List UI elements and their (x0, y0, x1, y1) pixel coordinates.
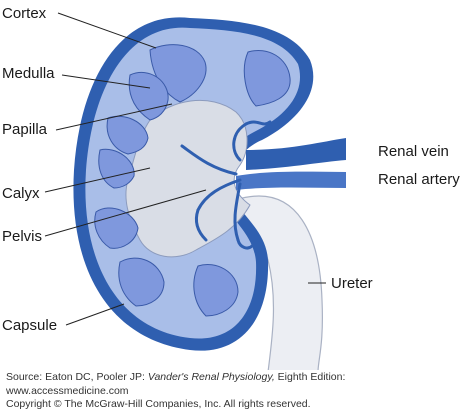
renal-vein (246, 138, 346, 170)
pyramid (128, 71, 169, 121)
label-renal-artery: Renal artery (378, 171, 460, 188)
pelvis-line (44, 189, 207, 237)
label-cortex: Cortex (2, 5, 47, 22)
capsule-line (65, 303, 125, 326)
source-suffix: Eighth Edition: (274, 371, 346, 383)
cortex-line (57, 12, 157, 49)
label-ureter: Ureter (331, 275, 373, 292)
pyramid (243, 50, 291, 107)
label-medulla: Medulla (2, 65, 55, 82)
label-pelvis: Pelvis (2, 228, 43, 245)
pyramid (106, 115, 149, 155)
label-renal-vein: Renal vein (378, 143, 449, 160)
label-capsule: Capsule (2, 317, 58, 334)
medulla-pyramids (94, 44, 291, 317)
calyx-line (44, 167, 151, 193)
source-credit: Source: Eaton DC, Pooler JP: Vander's Re… (6, 372, 345, 383)
pyramid (118, 257, 165, 307)
renal-artery (236, 171, 346, 190)
pyramid (193, 264, 239, 317)
pyramid (94, 207, 139, 249)
source-prefix: Source: Eaton DC, Pooler JP: (6, 371, 148, 383)
label-lines (44, 12, 326, 326)
copyright-credit: Copyright © The McGraw-Hill Companies, I… (6, 398, 311, 410)
papilla-line (55, 103, 173, 131)
vessel-branches (180, 120, 272, 250)
website-credit: www.accessmedicine.com (6, 385, 129, 397)
source-title: Vander's Renal Physiology, (147, 371, 275, 383)
pyramid (98, 148, 135, 189)
renal-pelvis (125, 100, 251, 258)
label-calyx: Calyx (2, 185, 40, 202)
kidney-diagram (44, 12, 346, 370)
medulla-line (61, 74, 151, 89)
label-papilla: Papilla (2, 121, 48, 138)
